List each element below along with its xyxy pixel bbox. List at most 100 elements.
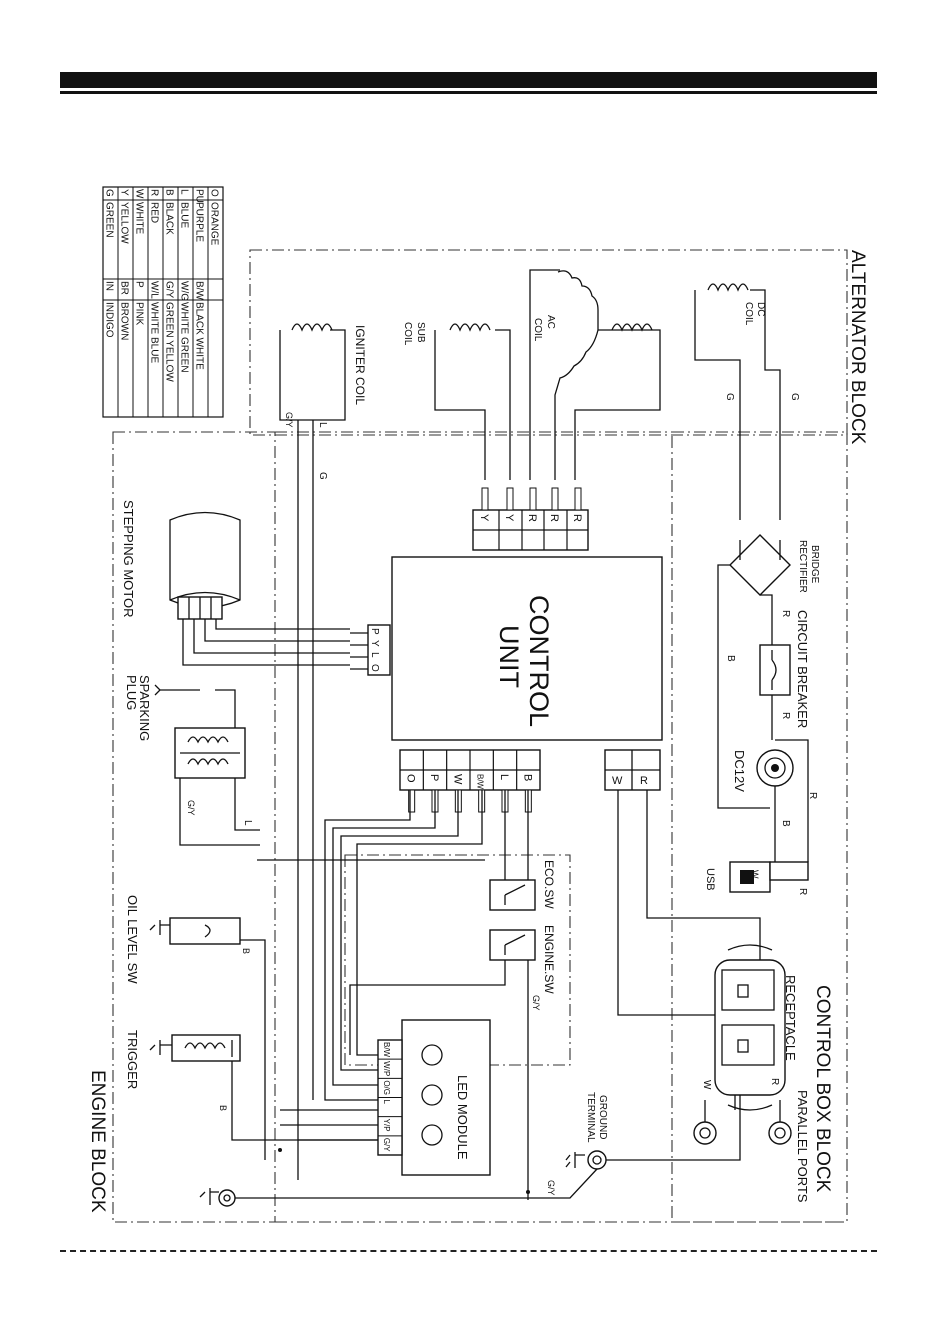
wire-label-alt-g1: G <box>724 393 735 401</box>
legend-cell-2-2: W/G <box>179 281 190 301</box>
trigger-label: TRIGGER <box>125 1030 140 1089</box>
led-indicator-1 <box>421 1044 443 1066</box>
motor-pin-label-2: L <box>369 652 380 658</box>
wire-label-trig-b: B <box>218 1105 228 1111</box>
usb-label: USB <box>704 868 716 891</box>
legend-cell-7-3: INDIGO <box>104 302 115 338</box>
wire-label-oil-b: B <box>241 948 251 954</box>
led-pin-label-2: O/G <box>382 1080 391 1095</box>
trigger-wire <box>231 1061 378 1141</box>
harness-wire-bw <box>356 790 483 1056</box>
ac-coil-winding-a <box>557 270 599 330</box>
igniter-coil: IGNITER COIL <box>279 323 367 421</box>
legend-cell-2-0: L <box>179 189 190 195</box>
wire-label-cb-r: R <box>780 712 791 719</box>
legend-cell-1-1: PURPLE <box>194 202 205 242</box>
legend-cell-0-1: ORANGE <box>209 202 220 246</box>
lower-pin-label-0: O <box>405 774 417 783</box>
trigger-box <box>171 1034 241 1062</box>
engine-block-title: ENGINE BLOCK <box>87 1070 108 1213</box>
led-indicator-3 <box>421 1124 443 1146</box>
motor-pin-label-1: Y <box>369 640 380 647</box>
receptacle-wires <box>600 1095 781 1161</box>
output-pin-r: R <box>640 775 648 787</box>
coil-terminal-pin-2 <box>529 487 537 511</box>
usb-port: USB W R <box>704 861 809 895</box>
sparking-plug-label-1: SPARKING <box>137 675 152 741</box>
coil-terminal-label-2: R <box>526 514 538 522</box>
receptacle: RECEPTACLE R W <box>701 944 798 1111</box>
engine-switch-wires <box>349 960 529 1200</box>
wire-label-usb-w: W <box>750 870 760 879</box>
legend-cell-0-0: O <box>209 189 220 197</box>
led-module-label: LED MODULE <box>455 1075 470 1160</box>
stepping-motor: STEPPING MOTOR <box>121 500 350 666</box>
bridge-rectifier-label-2: RECTIFIER <box>797 540 808 593</box>
control-box-block-outline <box>671 431 848 1223</box>
circuit-breaker: CIRCUIT BREAKER <box>759 610 810 728</box>
wire-label-rec-r: R <box>769 1078 780 1085</box>
wire-label-dc-r: R <box>807 792 818 799</box>
legend-cell-1-0: PU <box>194 189 205 203</box>
control-unit-label-2: UNIT <box>494 625 524 688</box>
dc-coil-wire-b <box>750 289 781 520</box>
led-pin-label-5: G/Y <box>382 1138 391 1152</box>
wire-label-igniter-gy: G/Y <box>284 412 294 428</box>
coil-terminal-label-3: R <box>548 514 560 522</box>
coil-terminal-label-1: Y <box>503 514 515 522</box>
dc-coil-winding <box>707 283 749 292</box>
ground-wire <box>530 1168 598 1199</box>
header-bar <box>60 72 877 88</box>
legend-cell-5-3: PINK <box>134 302 145 326</box>
legend-cell-3-0: B <box>164 189 175 196</box>
wire-label-spark-gy: G/Y <box>186 800 196 816</box>
alternator-block-title: ALTERNATOR BLOCK <box>847 250 868 445</box>
control-box-block-title: CONTROL BOX BLOCK <box>812 985 833 1193</box>
bridge-rectifier-label-1: BRIDGE <box>809 545 820 584</box>
stepping-motor-body <box>169 511 241 609</box>
parallel-port-w <box>693 1121 717 1145</box>
harness-wire-w <box>340 790 459 1071</box>
oil-level-switch-wire <box>240 939 266 1160</box>
legend-cell-4-1: RED <box>149 202 160 223</box>
dc12v-socket: DC12V <box>732 749 794 792</box>
ground-terminal-label-1: GROUND <box>597 1095 608 1139</box>
legend-cell-6-3: BROWN <box>119 302 130 340</box>
wire-label-alt-g2: G <box>789 393 800 401</box>
br-to-cb-wire <box>760 594 773 645</box>
sub-coil-label-1: SUB <box>415 322 426 343</box>
ac-coil-wire-c <box>574 329 661 480</box>
coil-terminal-pin-1 <box>506 487 514 511</box>
sub-coil-label-2: COIL <box>402 322 413 346</box>
wire-label-igniter-g: G <box>317 472 328 480</box>
legend-cell-6-2: BR <box>119 281 130 295</box>
led-module-box <box>401 1019 491 1176</box>
legend-cell-2-3: WHITE GREEN <box>179 302 190 373</box>
wire-label-br-r: R <box>780 610 791 617</box>
sub-coil-wire-a <box>434 330 486 480</box>
oil-level-switch: OIL LEVEL SW B <box>125 895 266 1160</box>
lower-pin-label-3: B/W <box>476 774 485 790</box>
wire-label-gnd-gy: G/Y <box>546 1180 556 1196</box>
legend-cell-1-2: B/W <box>194 281 205 300</box>
igniter-coil-loop <box>279 329 346 421</box>
igniter-coil-winding <box>291 323 333 332</box>
sub-coil-winding <box>449 323 491 332</box>
ac-coil-winding-b <box>611 323 653 332</box>
circuit-breaker-label: CIRCUIT BREAKER <box>795 610 810 728</box>
switch-group-outline <box>344 854 571 1066</box>
legend-cell-7-1: GREEN <box>104 202 115 238</box>
legend-grid <box>103 187 223 417</box>
legend-cell-6-0: Y <box>119 189 130 196</box>
eco-switch: ECO.SW <box>489 860 556 911</box>
harness-wire-led-lower <box>280 1109 378 1141</box>
led-pin-label-3: L <box>382 1100 391 1105</box>
stepping-motor-label: STEPPING MOTOR <box>121 500 136 618</box>
coil-terminal-pin-4 <box>574 487 582 511</box>
harness-wire-o <box>324 790 411 1101</box>
ac-coil-label-1: AC <box>545 315 556 329</box>
lower-pin-0 <box>408 789 416 813</box>
